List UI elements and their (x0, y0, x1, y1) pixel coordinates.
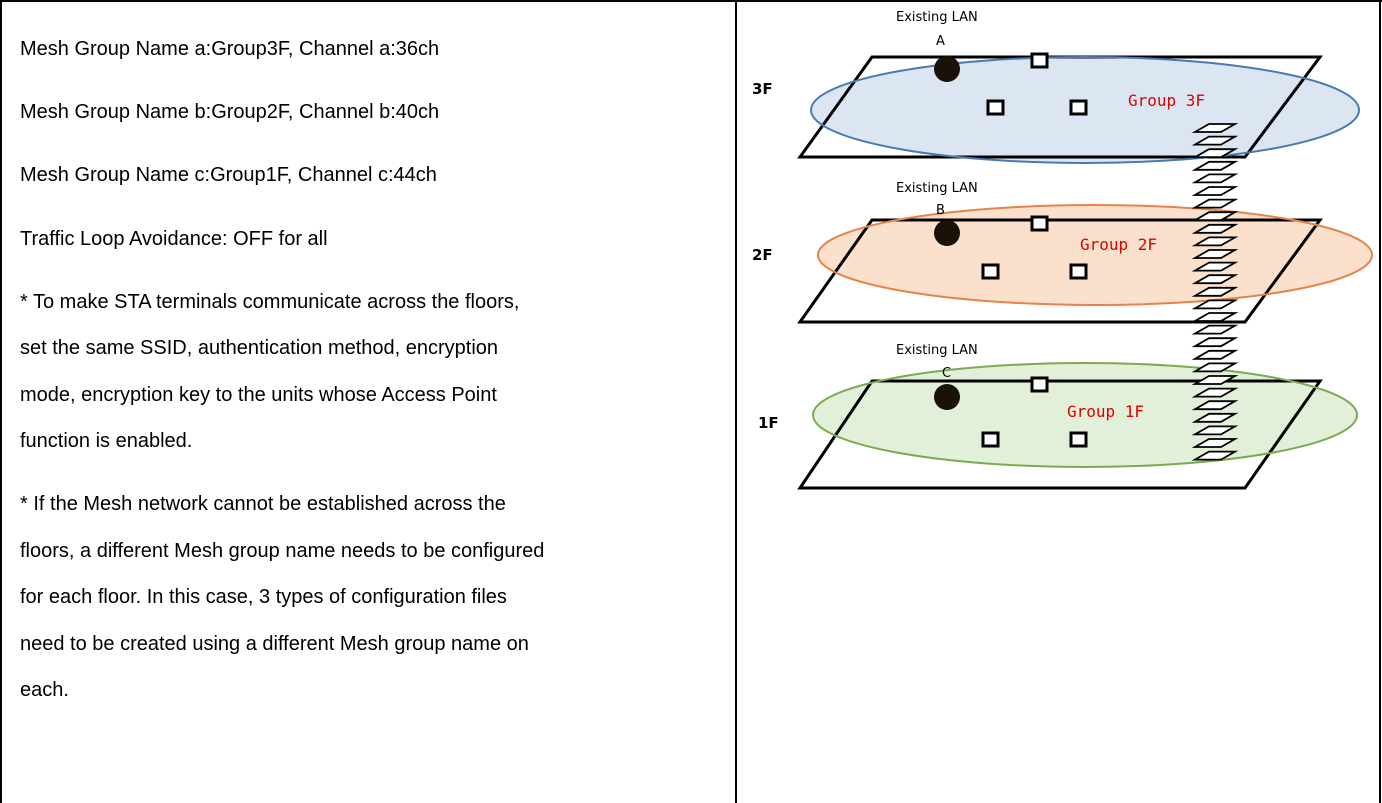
stair-step (1191, 286, 1239, 297)
stair-step (1191, 425, 1239, 436)
stair-step (1191, 312, 1239, 322)
stair-step (1191, 349, 1239, 360)
stair-step (1191, 198, 1239, 209)
note2-line: need to be created using a different Mes… (20, 633, 529, 655)
existing-lan-label: Existing LAN (896, 10, 978, 25)
note2-line: each. (20, 679, 69, 701)
mesh-node-icon (1030, 376, 1049, 393)
mesh-group-b-line: Mesh Group Name b:Group2F, Channel b:40c… (20, 101, 440, 123)
stair-step (1191, 236, 1239, 247)
stairway-icon (1191, 123, 1239, 461)
group-1f-ellipse-outline (812, 362, 1358, 468)
floor-label-1f: 1F (758, 414, 779, 432)
note2-line: floors, a different Mesh group name need… (20, 540, 545, 562)
note2-line: * If the Mesh network cannot be establis… (20, 493, 506, 515)
existing-lan-node-a (934, 56, 960, 82)
existing-lan-label: Existing LAN (896, 181, 978, 196)
mesh-group-a-line: Mesh Group Name a:Group3F, Channel a:36c… (20, 38, 440, 60)
stair-step (1191, 135, 1239, 146)
existing-lan-node-c (934, 384, 960, 410)
floor-3f-plane (797, 55, 1323, 159)
note1-line: set the same SSID, authentication method… (20, 337, 499, 359)
table-middle-border (735, 0, 737, 803)
note2-line: for each floor. In this case, 3 types of… (20, 586, 507, 608)
stair-step (1191, 299, 1239, 310)
stair-step (1191, 173, 1239, 184)
mesh-node-icon (981, 263, 1000, 280)
mesh-node-icon (986, 99, 1005, 116)
lan-letter-b: B (936, 203, 945, 218)
existing-lan-node-b (934, 220, 960, 246)
mesh-node-icon (1069, 99, 1088, 116)
note1-line: mode, encryption key to the units whose … (20, 384, 497, 406)
stair-step (1191, 160, 1239, 171)
lan-letter-a: A (936, 34, 945, 49)
floor-label-2f: 2F (752, 246, 773, 264)
table-right-border (1379, 0, 1381, 803)
stair-step (1191, 249, 1239, 259)
group-label-3f: Group 3F (1128, 91, 1205, 110)
stair-step (1191, 223, 1239, 234)
floor-1f: 1F Existing LAN C Group 1F (758, 343, 1358, 490)
floor-3f: 3F Existing LAN A Group 3F (752, 10, 1360, 164)
stair-step (1191, 400, 1239, 411)
floor-2f: 2F Existing LAN B Group 2F (752, 181, 1373, 324)
note1-line: function is enabled. (20, 430, 193, 452)
stair-step (1191, 261, 1239, 272)
stair-step (1191, 450, 1239, 461)
mesh-node-icon (1030, 52, 1049, 69)
mesh-node-icon (1030, 215, 1049, 232)
mesh-node-icon (1069, 263, 1088, 280)
stair-step (1191, 375, 1239, 385)
mesh-group-c-line: Mesh Group Name c:Group1F, Channel c:44c… (20, 164, 437, 186)
existing-lan-label: Existing LAN (896, 343, 978, 358)
stair-step (1191, 324, 1239, 335)
table-top-border (0, 0, 1382, 2)
mesh-floor-diagram: 3F Existing LAN A Group 3F 2F Existing L… (752, 10, 1373, 490)
stair-step (1191, 362, 1239, 373)
mesh-node-icon (981, 431, 1000, 448)
group-label-2f: Group 2F (1080, 235, 1157, 254)
stair-step (1191, 274, 1239, 285)
floor-2f-plane (797, 218, 1323, 324)
group-2f-ellipse-outline (817, 204, 1373, 306)
stair-step (1191, 412, 1239, 423)
group-label-1f: Group 1F (1067, 402, 1144, 421)
lan-letter-c: C (942, 366, 951, 381)
stair-step (1191, 186, 1239, 196)
floor-label-3f: 3F (752, 80, 773, 98)
stair-step (1191, 123, 1239, 133)
stair-step (1191, 337, 1239, 348)
stair-step (1191, 148, 1239, 159)
group-3f-ellipse-outline (810, 56, 1360, 164)
traffic-loop-line: Traffic Loop Avoidance: OFF for all (20, 228, 328, 250)
mesh-node-icon (1069, 431, 1088, 448)
note1-line: * To make STA terminals communicate acro… (20, 291, 520, 313)
floor-1f-plane (797, 379, 1323, 490)
stair-step (1191, 211, 1239, 222)
stair-step (1191, 387, 1239, 398)
stair-step (1191, 438, 1239, 448)
table-left-border (0, 0, 2, 803)
